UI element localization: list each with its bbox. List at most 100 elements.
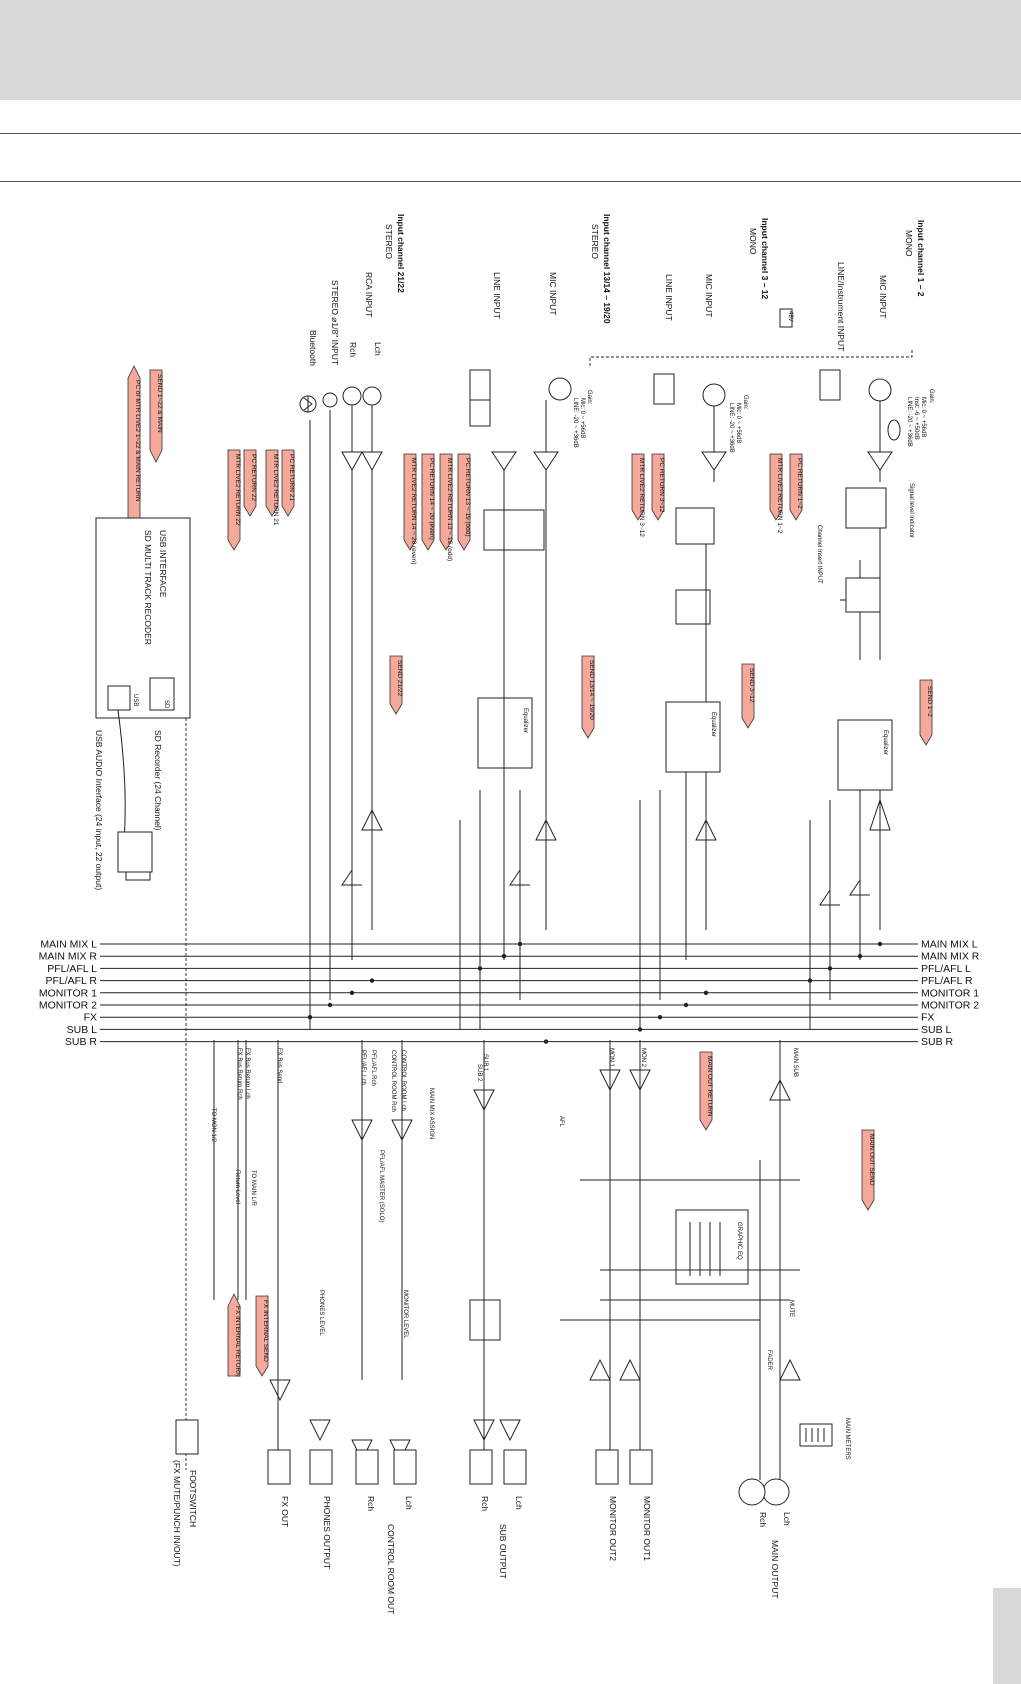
cr-out-lch: Lch (404, 1496, 414, 1510)
ch21-22-mini-jack (322, 392, 338, 408)
bus-label-right-5: MONITOR 2 (921, 1000, 979, 1012)
graphic-eq-box (675, 1209, 749, 1285)
input-ch1-2: Input channel 1 – 2 MONO MIC INPUT LINE/… (816, 220, 934, 584)
pfl-rch-label: PFL/AFL Rch (370, 1050, 376, 1086)
output-jacks: Lch Rch MAIN OUTPUT MONITOR OUT1 MONITOR… (172, 1419, 792, 1614)
phones-output-label: PHONES OUTPUT (322, 1496, 332, 1569)
bus-junction-5 (683, 1002, 689, 1008)
recorder-section: SEND 1~22 & MAIN PC or MTR LIVE2 1~22 & … (94, 365, 191, 1470)
svg-text:FX INTERNAL RETURN: FX INTERNAL RETURN (234, 1306, 241, 1377)
bus-label-right-4: MONITOR 1 (921, 987, 979, 999)
main-sub-label: MAIN SUB (792, 1048, 798, 1077)
ch21-22-bt: Bluetooth (308, 330, 318, 366)
main-meters-box (799, 1423, 833, 1447)
ch3-12-mic: MIC INPUT (704, 274, 714, 317)
cr-rch-label: CONTROL ROOM Rch (390, 1050, 396, 1112)
ch3-12-eq-label: Equalizer (710, 712, 716, 737)
svg-text:MTR LIVE2 RETURN 1~2: MTR LIVE2 RETURN 1~2 (776, 458, 783, 534)
main-fader-label: FADER (766, 1350, 772, 1371)
tag-send-13-20: SEND 13/14 ~ 19/20 (581, 655, 595, 739)
tag-mtr-return-22: MTR LIVE2 RETURN 22 (227, 449, 241, 551)
sub-out-jack-r (469, 1449, 493, 1485)
ch1-2-lowcut-box (845, 487, 887, 529)
mon1-label: MON 1 (608, 1048, 614, 1068)
ch13-20-gain1: Mic: 0 ~ +56dB (579, 398, 585, 438)
tag-pc-return-13-19: PC RETURN 13 ~ 19 (odd) (457, 453, 471, 551)
usb-interface-label: USB INTERFACE (158, 530, 168, 598)
sd-mtr-label: SD MULTI TRACK RECODER (143, 530, 153, 645)
to-main-label: TO MAIN L/R (250, 1170, 256, 1207)
monitor-out1-jack (629, 1449, 653, 1485)
phones-jack (309, 1449, 333, 1485)
sub-out-lch: Lch (514, 1496, 524, 1510)
svg-text:PC RETURN 3~12: PC RETURN 3~12 (658, 458, 665, 513)
bus-label-right-1: MAIN MIX R (921, 951, 980, 963)
header-rule-bottom (0, 181, 1021, 182)
ch21-22-rca-r (342, 386, 362, 406)
ch13-20-mode: STEREO (590, 224, 600, 259)
svg-text:FX INTERNAL SEND: FX INTERNAL SEND (262, 1300, 269, 1362)
mon2-label: MON 2 (640, 1048, 646, 1068)
bus-label-right-8: SUB R (921, 1036, 954, 1048)
footswitch-label: FOOTSWITCH (188, 1470, 198, 1527)
tag-send-1-22-main: SEND 1~22 & MAIN (149, 369, 163, 463)
main-out-rch: Rch (758, 1512, 768, 1527)
main-meters-label: MAIN METERS (844, 1418, 850, 1460)
tag-pc-return-14-20: PC RETURN 14 ~ 20 (even) (421, 453, 435, 551)
ch1-2-xlr-jack (868, 378, 892, 402)
pfl-master-label: PFL/AFL MASTER (SOLO) (378, 1150, 384, 1222)
sub1-label: SUB 1 (482, 1054, 488, 1072)
tag-mtr-return-1-2: MTR LIVE2 RETURN 1~2 (769, 453, 783, 534)
fx-out-jack (267, 1449, 291, 1485)
input-tags: SEND 1~2 PC RETURN 1~2 MTR LIVE2 RETURN … (227, 449, 933, 746)
ch1-2-trs-jack (819, 369, 841, 401)
header-band (0, 0, 1021, 100)
bus-label-right-2: PFL/AFL L (921, 963, 971, 975)
svg-text:PC RETURN 13 ~ 19 (odd): PC RETURN 13 ~ 19 (odd) (464, 458, 471, 537)
sub-out-jack-l (503, 1449, 527, 1485)
bus-junction-4 (703, 990, 709, 995)
bus-label-left-5: MONITOR 2 (39, 1000, 97, 1012)
ch3-12-lowcut-box (675, 507, 715, 545)
bus-label-left-3: PFL/AFL R (45, 975, 97, 987)
main-out-xlr-r (738, 1478, 766, 1506)
tag-send-3-12: SEND 3~12 (741, 663, 755, 729)
ch1-2-line: LINE/Instrument INPUT (836, 262, 846, 351)
ch1-2-sig: Signal level indicator (908, 483, 914, 538)
tag-main-out-return: MAIN OUT RETURN (699, 1051, 713, 1131)
ch1-2-comp-box (845, 577, 881, 613)
svg-text:MTR LIVE2 RETURN 13 ~ 19 (odd): MTR LIVE2 RETURN 13 ~ 19 (odd) (446, 458, 453, 561)
main-out-xlr-l (762, 1478, 790, 1506)
ch3-12-gain2: LINE: -20 ~ +36dB (728, 403, 734, 453)
phones-level-label: PHONES LEVEL (318, 1290, 324, 1336)
svg-text:SEND 13/14 ~ 19/20: SEND 13/14 ~ 19/20 (588, 660, 595, 720)
bus-label-left-8: SUB R (65, 1036, 98, 1048)
svg-text:PC RETURN 21: PC RETURN 21 (288, 454, 295, 501)
phantom-48v-box (779, 308, 793, 328)
sub-output-label: SUB OUTPUT (498, 1524, 508, 1579)
ch3-12-gain1: Mic: 0 ~ +56dB (735, 403, 741, 443)
computer-icon (117, 831, 153, 873)
svg-text:MAIN OUT RETURN: MAIN OUT RETURN (706, 1056, 713, 1117)
ch21-22-mini: STEREO ⌀1/8" INPUT (330, 280, 340, 365)
ch13-20-mic: MIC INPUT (548, 272, 558, 315)
sd-recorder-label: SD Recorder (24 Channel) (153, 730, 163, 831)
bus-label-left-0: MAIN MIX L (40, 939, 97, 951)
control-room-jack-r (355, 1449, 379, 1485)
svg-text:SEND 21/22: SEND 21/22 (396, 660, 403, 697)
ch1-2-gain1: Mic: 0 ~ +56dB (920, 397, 926, 437)
ch3-12-comp-box (675, 589, 711, 625)
main-mix-assign-label: MAIN MIX ASSIGN (428, 1088, 434, 1139)
bus-label-right-3: PFL/AFL R (921, 975, 973, 987)
bus-label-right-0: MAIN MIX L (921, 939, 978, 951)
ch21-22-lch: Lch (373, 342, 383, 356)
input-ch13-20: Input channel 13/14 – 19/20 STEREO MIC I… (492, 214, 612, 448)
tag-mtr-return-14-20: MTR LIVE2 RETURN 14 ~ 20 (even) (403, 453, 417, 564)
control-room-jack-l (393, 1449, 417, 1485)
bus-junction-6 (657, 1015, 663, 1020)
ch13-20-xlr-jack (548, 377, 572, 401)
bus-junction-12 (369, 978, 375, 983)
page-side-tab (993, 1588, 1021, 1684)
ch13-20-trs-jack-l (469, 369, 491, 401)
ch3-12-gain-title: Gain: (742, 395, 748, 410)
